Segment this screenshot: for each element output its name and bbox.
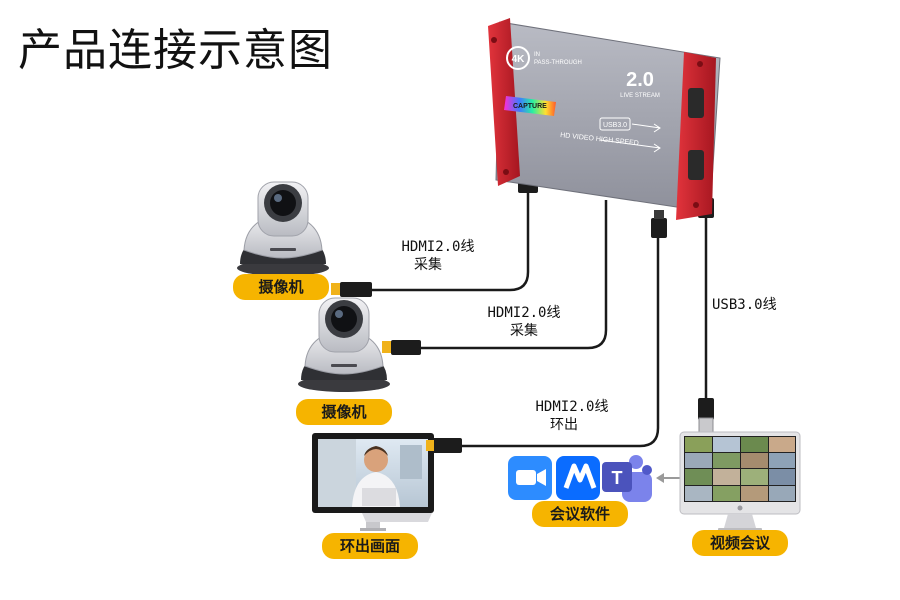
device-usb-text: USB3.0 — [603, 122, 627, 129]
device-brand-line2: PASS-THROUGH — [534, 60, 582, 66]
cable-label-hdmi-3-type: HDMI2.0线 — [535, 399, 609, 415]
device-logo-sub: LIVE STREAM — [620, 93, 660, 99]
cable-label-hdmi-1-type: HDMI2.0线 — [401, 239, 475, 255]
cable-label-hdmi-1: HDMI2.0线 采集 — [392, 238, 484, 274]
tencent-meeting-icon — [556, 456, 600, 500]
hdmi-port-2 — [688, 150, 704, 180]
hdmi-cable-camera2 — [420, 200, 608, 350]
label-camera-1: 摄像机 — [233, 274, 329, 300]
hdmi-port-1 — [688, 88, 704, 118]
cable-label-hdmi-2-type: HDMI2.0线 — [487, 305, 561, 321]
label-camera-2: 摄像机 — [296, 399, 392, 425]
capture-device: 4K IN PASS-THROUGH 2.0 LIVE STREAM CAPTU… — [488, 18, 721, 220]
video-conference-monitor — [679, 431, 801, 531]
cable-label-hdmi-2: HDMI2.0线 采集 — [478, 304, 570, 340]
apple-logo-icon — [737, 505, 743, 511]
device-brand-line1: IN — [534, 52, 540, 58]
device-logo: 2.0 — [626, 69, 654, 91]
label-video-conference: 视频会议 — [692, 530, 788, 556]
cable-label-hdmi-2-role: 采集 — [510, 323, 538, 339]
teams-letter: T — [612, 468, 623, 488]
teams-icon: T — [602, 455, 652, 502]
usb-plug — [698, 398, 714, 433]
participants-grid — [685, 437, 795, 501]
cable-label-hdmi-3-role: 环出 — [550, 417, 578, 433]
label-conference-software: 会议软件 — [532, 501, 628, 527]
hdmi-cable-loopout — [462, 236, 660, 448]
camera-1 — [237, 181, 329, 276]
cable-label-hdmi-1-role: 采集 — [414, 257, 442, 273]
device-strip-label: CAPTURE — [513, 103, 547, 110]
cable-label-usb: USB3.0线 — [712, 297, 777, 313]
rgb-light-strip — [504, 96, 556, 116]
loopout-monitor — [312, 433, 462, 531]
device-4k-badge: 4K — [512, 54, 526, 65]
camera-2 — [298, 297, 390, 392]
cables — [372, 190, 708, 448]
hdmi-cable-camera1 — [372, 190, 530, 292]
cable-label-hdmi-3: HDMI2.0线 环出 — [526, 398, 618, 434]
label-loop-out: 环出画面 — [322, 533, 418, 559]
zoom-icon — [508, 456, 552, 500]
camera-hdmi-plugs — [331, 282, 421, 355]
page-title: 产品连接示意图 — [18, 25, 333, 76]
